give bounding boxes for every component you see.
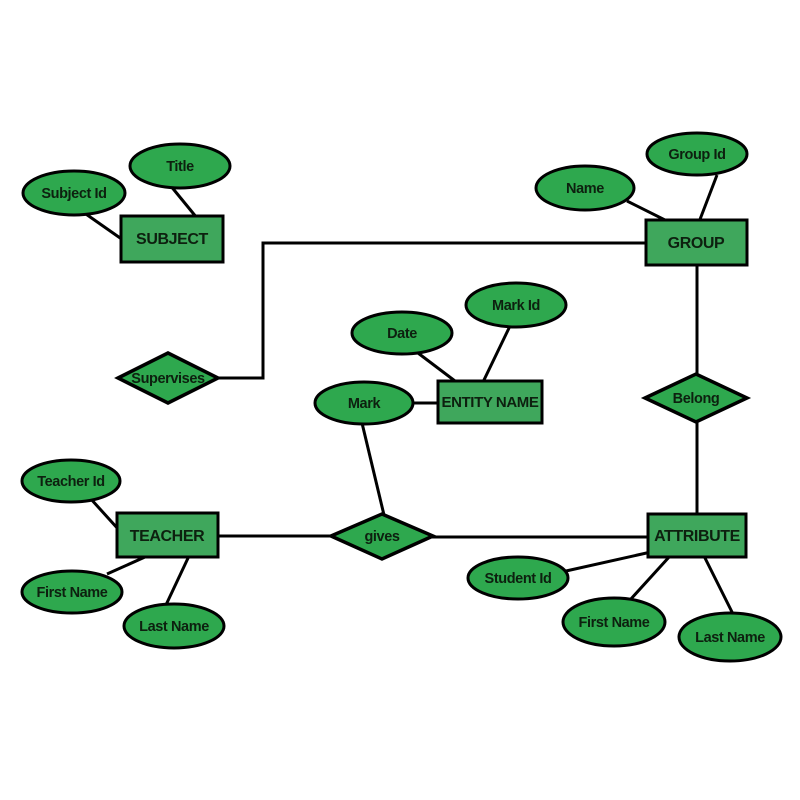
edge-mark-id-entity-name [481,325,512,383]
attribute-student-first-name: First Name [561,596,667,648]
entity-group: GROUP [644,218,749,267]
attribute-mark-id: Mark Id [464,281,568,329]
entity-entity-name: ENTITY NAME [436,379,544,425]
edge-date-entity-name [413,348,456,383]
entity-subject-box [119,214,225,264]
attribute-date: Date [350,310,454,356]
entity-entity-name-label: ENTITY NAME [442,394,539,411]
entity-teacher-box [115,511,220,559]
attribute-student-last-name-ellipse [677,611,783,663]
relationship-gives-label: gives [364,529,399,545]
attribute-group-id-ellipse [645,131,749,177]
attribute-student-id-label: Student Id [485,571,552,587]
edge-teacher-id-teacher [88,496,121,532]
attribute-date-label: Date [387,326,417,342]
attribute-subject-id-label: Subject Id [41,186,106,202]
attribute-teacher-last-name-label: Last Name [139,619,209,635]
attribute-subject-id-ellipse [21,169,127,217]
entity-attribute: ATTRIBUTE [646,512,748,559]
attribute-mark-ellipse [313,380,415,426]
relationship-belong-shape [640,372,752,424]
attribute-student-first-name-ellipse [561,596,667,648]
attribute-student-last-name: Last Name [677,611,783,663]
attribute-teacher-first-name: First Name [20,569,124,615]
attribute-teacher-id-ellipse [20,458,122,504]
entity-entity-name-box [436,379,544,425]
attribute-title-label: Title [166,159,194,175]
relationship-gives: gives [326,512,438,561]
attribute-student-last-name-label: Last Name [695,630,765,646]
attribute-group-id: Group Id [645,131,749,177]
edge-supervises-group [216,241,648,380]
entity-attribute-box [646,512,748,559]
edge-student-last-name-attribute [702,555,735,615]
relationship-supervises-shape [114,351,222,405]
attribute-mark-label: Mark [348,396,382,412]
entity-subject: SUBJECT [119,214,225,264]
relationship-supervises: Supervises [114,351,222,405]
attribute-teacher-first-name-ellipse [20,569,124,615]
entity-subject-label: SUBJECT [136,231,209,248]
attribute-teacher-first-name-label: First Name [37,585,108,601]
edge-teacher-last-name-teacher [163,555,191,608]
attribute-teacher-last-name: Last Name [122,602,226,650]
attribute-teacher-id-label: Teacher Id [37,474,104,490]
edge-student-id-attribute [565,550,652,573]
edge-group-id-group [697,174,719,223]
attribute-student-first-name-label: First Name [579,615,650,631]
edge-teacher-first-name-teacher [106,555,146,576]
attribute-mark: Mark [313,380,415,426]
attribute-student-id-ellipse [466,555,570,601]
relationship-belong: Belong [640,372,752,424]
relationship-gives-shape [326,512,438,561]
entity-teacher: TEACHER [115,511,220,559]
attribute-name: Name [534,164,636,212]
attribute-group-id-label: Group Id [668,147,725,163]
attribute-title-ellipse [128,142,232,190]
attribute-mark-id-ellipse [464,281,568,329]
attribute-subject-id: Subject Id [21,169,127,217]
relationship-belong-label: Belong [673,391,720,407]
attribute-teacher-last-name-ellipse [122,602,226,650]
attribute-student-id: Student Id [466,555,570,601]
entity-teacher-label: TEACHER [130,528,205,545]
relationship-supervises-label: Supervises [131,371,205,387]
attribute-title: Title [128,142,232,190]
attribute-mark-id-label: Mark Id [492,298,540,314]
edge-title-subject [168,184,199,219]
entity-attribute-label: ATTRIBUTE [654,528,741,545]
edge-subject-id-subject [82,210,124,242]
entity-group-label: GROUP [668,235,725,252]
attribute-name-ellipse [534,164,636,212]
attribute-name-label: Name [566,181,604,197]
entity-group-box [644,218,749,267]
edges [82,174,735,615]
attribute-teacher-id: Teacher Id [20,458,122,504]
edge-student-first-name-attribute [628,554,672,602]
attribute-date-ellipse [350,310,454,356]
edge-mark-gives [360,422,386,516]
